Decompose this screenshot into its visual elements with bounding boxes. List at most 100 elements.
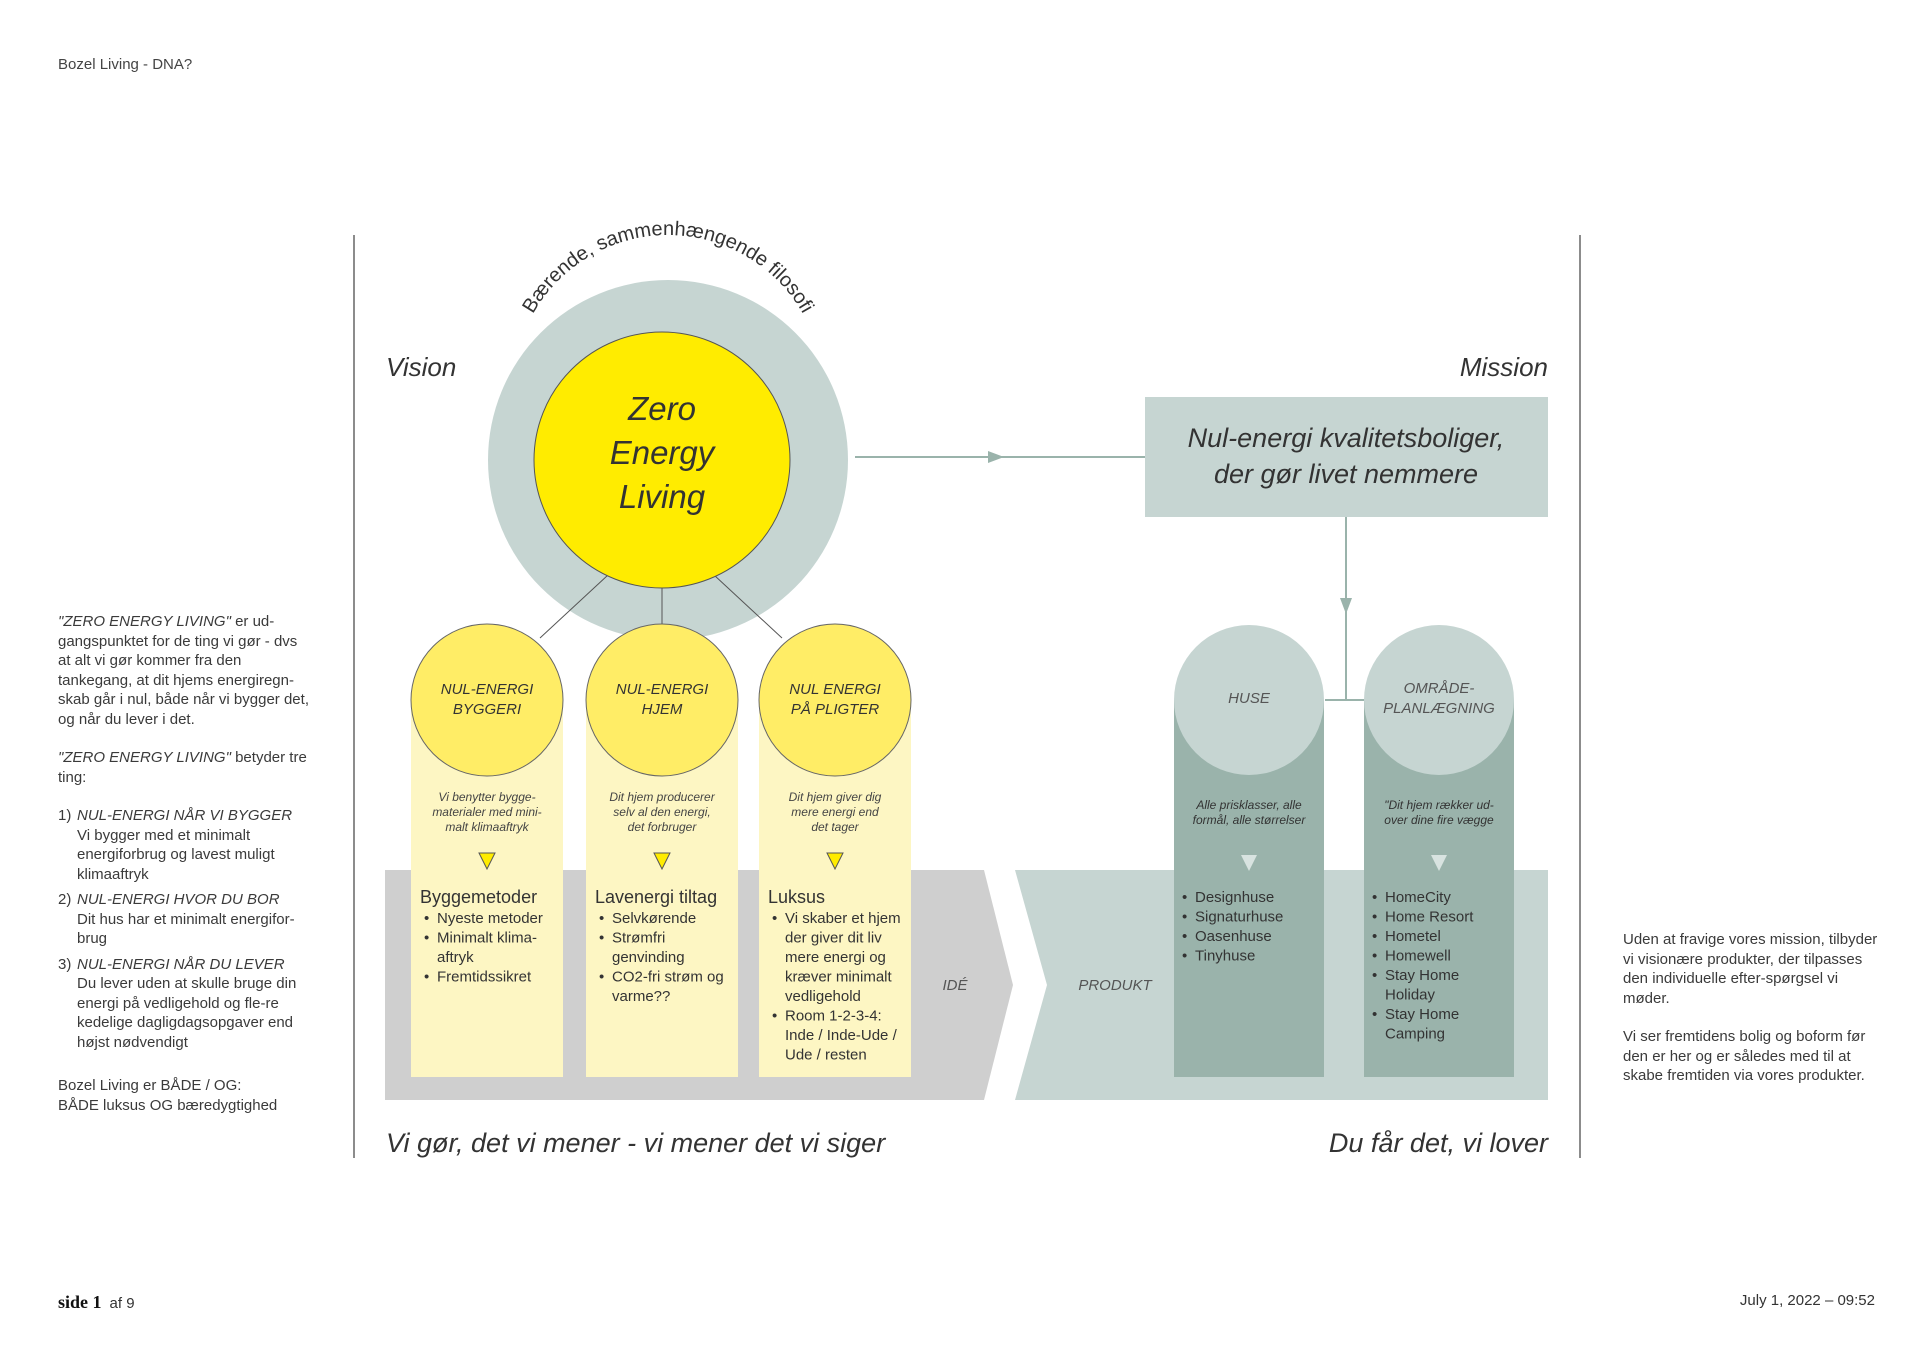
bullet-text: Minimalt klima- <box>437 930 537 947</box>
bullet-text: Inde / Inde-Ude / <box>785 1027 898 1044</box>
left-notes: "ZERO ENERGY LIVING" er ud-gangspunktet … <box>58 612 313 1115</box>
bullet-text: genvinding <box>612 949 685 966</box>
bullet-icon: • <box>1182 909 1187 926</box>
bullet-text: CO2-fri strøm og <box>612 969 724 986</box>
slogan-left: Vi gør, det vi mener - vi mener det vi s… <box>386 1128 886 1158</box>
bullet-text: Stay Home <box>1385 1006 1459 1023</box>
down-triangle-icon <box>1241 855 1257 871</box>
bullet-text: Tinyhuse <box>1195 948 1255 965</box>
bullet-icon: • <box>1372 928 1377 945</box>
product-circle-label: HUSE <box>1228 690 1271 707</box>
bullet-text: Designhuse <box>1195 889 1274 906</box>
bullet-icon: • <box>424 969 429 986</box>
bullet-icon: • <box>1182 928 1187 945</box>
connector-line <box>713 574 783 639</box>
mission-line-1: Nul-energi kvalitetsboliger, <box>1188 423 1505 453</box>
pillar-description: det forbruger <box>628 820 698 834</box>
pillar-title: Byggemetoder <box>420 887 537 907</box>
right-notes: Uden at fravige vores mission, tilbyder … <box>1623 930 1878 1105</box>
mission-line-2: der gør livet nemmere <box>1214 459 1478 489</box>
bullet-icon: • <box>424 910 429 927</box>
timestamp: July 1, 2022 – 09:52 <box>1739 1292 1875 1309</box>
pillar-circle <box>410 623 564 777</box>
connector-line <box>539 574 609 639</box>
bullet-text: der giver dit liv <box>785 930 882 947</box>
mission-box <box>1145 397 1548 517</box>
zero-energy-circle <box>533 331 791 589</box>
produkt-label: PRODUKT <box>1078 977 1153 994</box>
down-triangle-icon <box>653 852 671 871</box>
bullet-text: Fremtidssikret <box>437 969 532 986</box>
pillar-circle <box>585 623 739 777</box>
arrow-head <box>1340 598 1352 614</box>
bullet-text: Stay Home <box>1385 967 1459 984</box>
ide-label: IDÉ <box>942 977 968 994</box>
pillar-description: mere energi end <box>791 805 879 819</box>
product-description: formål, alle størrelser <box>1193 813 1307 827</box>
down-triangle-icon <box>478 852 496 871</box>
core-line-2: Energy <box>610 434 717 471</box>
pillar-description: det tager <box>811 820 859 834</box>
bullet-icon: • <box>772 910 777 927</box>
pillar-circle-label: PÅ PLIGTER <box>791 701 880 718</box>
bullet-text: varme?? <box>612 988 670 1005</box>
down-triangle-icon <box>826 852 844 871</box>
bullet-text: Oasenhuse <box>1195 928 1272 945</box>
bullet-icon: • <box>1372 948 1377 965</box>
bullet-text: Vi skaber et hjem <box>785 910 901 927</box>
bullet-text: vedligehold <box>785 988 861 1005</box>
vision-label: Vision <box>386 352 456 382</box>
pillar-title: Lavenergi tiltag <box>595 887 717 907</box>
bullet-text: Homewell <box>1385 948 1451 965</box>
mission-label: Mission <box>1460 352 1548 382</box>
bullet-icon: • <box>1372 889 1377 906</box>
product-description: "Dit hjem rækker ud- <box>1384 798 1494 812</box>
bullet-icon: • <box>1372 909 1377 926</box>
product-description: over dine fire vægge <box>1384 813 1494 827</box>
pillar-description: Vi benytter bygge- <box>438 790 535 804</box>
down-triangle-icon <box>1431 855 1447 871</box>
pillar-description: selv al den energi, <box>613 805 710 819</box>
bullet-icon: • <box>1372 967 1377 984</box>
bullet-text: kræver minimalt <box>785 969 893 986</box>
slogan-right: Du får det, vi lover <box>1329 1128 1549 1158</box>
product-description: Alle prisklasser, alle <box>1195 798 1302 812</box>
right-paragraph-1: Uden at fravige vores mission, tilbyder … <box>1623 931 1878 1007</box>
bullet-text: Ude / resten <box>785 1047 867 1064</box>
pillar-title: Luksus <box>768 887 825 907</box>
product-circle-label: PLANLÆGNING <box>1383 700 1495 717</box>
pillar-circle-label: NUL-ENERGI <box>616 681 709 698</box>
pillar-circle <box>758 623 912 777</box>
pillar-circle-label: BYGGERI <box>453 701 521 718</box>
bullet-icon: • <box>772 1008 777 1025</box>
bullet-icon: • <box>1182 889 1187 906</box>
bullet-text: Selvkørende <box>612 910 696 927</box>
bullet-text: Home Resort <box>1385 909 1474 926</box>
pillar-circle-label: NUL ENERGI <box>789 681 880 698</box>
core-line-1: Zero <box>627 390 696 427</box>
bullet-text: Room 1-2-3-4: <box>785 1008 882 1025</box>
bullet-icon: • <box>1182 948 1187 965</box>
closing-line-2: BÅDE luksus OG bæredygtighed <box>58 1096 278 1114</box>
bullet-text: Nyeste metoder <box>437 910 543 927</box>
pillar-description: Dit hjem giver dig <box>789 790 882 804</box>
bullet-text: Strømfri <box>612 930 665 947</box>
pillar-description: malt klimaaftryk <box>445 820 529 834</box>
bullet-icon: • <box>424 930 429 947</box>
bullet-icon: • <box>1372 1006 1377 1023</box>
bullet-text: HomeCity <box>1385 889 1451 906</box>
pillar-description: Dit hjem producerer <box>609 790 715 804</box>
intro-paragraph: "ZERO ENERGY LIVING" er ud-gangspunktet … <box>58 613 309 728</box>
bullet-icon: • <box>599 969 604 986</box>
meaning-paragraph: "ZERO ENERGY LIVING" betyder tre ting: <box>58 749 307 786</box>
right-paragraph-2: Vi ser fremtidens bolig og boform før de… <box>1623 1028 1866 1084</box>
bullet-text: Holiday <box>1385 987 1436 1004</box>
pillar-circle-label: NUL-ENERGI <box>441 681 534 698</box>
bullet-text: Hometel <box>1385 928 1441 945</box>
product-circle <box>1174 625 1324 775</box>
bullet-text: Camping <box>1385 1026 1445 1043</box>
